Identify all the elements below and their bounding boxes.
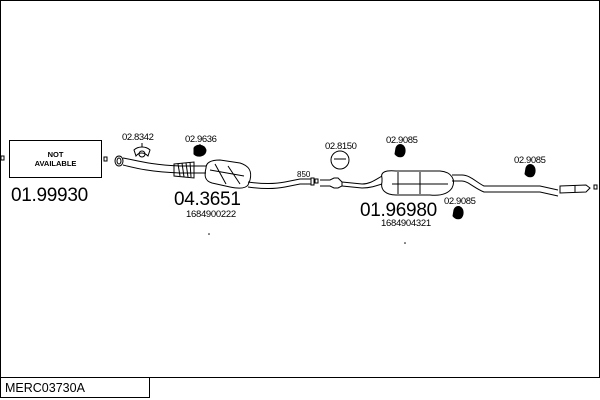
clamp-front-drawing — [133, 146, 151, 158]
connector-marker-left — [0, 155, 5, 161]
dot-rear — [404, 242, 406, 244]
pipe-length-label: 850 — [297, 170, 311, 179]
middle-silencer-drawing — [194, 159, 315, 189]
not-available-line2: AVAILABLE — [34, 159, 77, 168]
accessory-rubber-mount-1[interactable]: 02.9085 — [386, 135, 418, 146]
oem-number-middle: 1684900222 — [186, 209, 236, 220]
accessory-clamp-front[interactable]: 02.8342 — [122, 132, 154, 143]
connector-marker-na — [103, 156, 108, 162]
gasket-front-drawing — [193, 144, 207, 157]
accessory-gasket-front[interactable]: 02.9636 — [185, 134, 217, 145]
connector-marker-right — [593, 184, 598, 190]
front-pipe-drawing — [114, 155, 195, 179]
part-number-middle-silencer[interactable]: 04.3651 — [174, 189, 241, 210]
dot-middle — [208, 233, 210, 235]
model-code-box: MERC03730A — [0, 377, 150, 398]
oem-number-rear: 1684904321 — [381, 218, 431, 229]
rubber-mount-1-drawing — [394, 144, 406, 158]
accessory-ring-middle[interactable]: 02.8150 — [325, 141, 357, 152]
accessory-rubber-mount-2[interactable]: 02.9085 — [514, 155, 546, 166]
leader-lines — [141, 143, 531, 207]
accessory-rubber-mount-3[interactable]: 02.9085 — [444, 196, 476, 207]
rear-section-drawing — [320, 170, 591, 197]
rubber-mount-2-drawing — [524, 164, 536, 178]
not-available-box: NOT AVAILABLE — [9, 140, 102, 178]
part-number-front-pipe[interactable]: 01.99930 — [11, 185, 88, 206]
part-number-rear-silencer[interactable]: 01.96980 — [360, 200, 437, 221]
rubber-mount-3-drawing — [452, 206, 464, 220]
not-available-line1: NOT — [47, 149, 64, 159]
connector-marker-middle — [314, 178, 319, 184]
ring-middle-drawing — [330, 150, 350, 170]
